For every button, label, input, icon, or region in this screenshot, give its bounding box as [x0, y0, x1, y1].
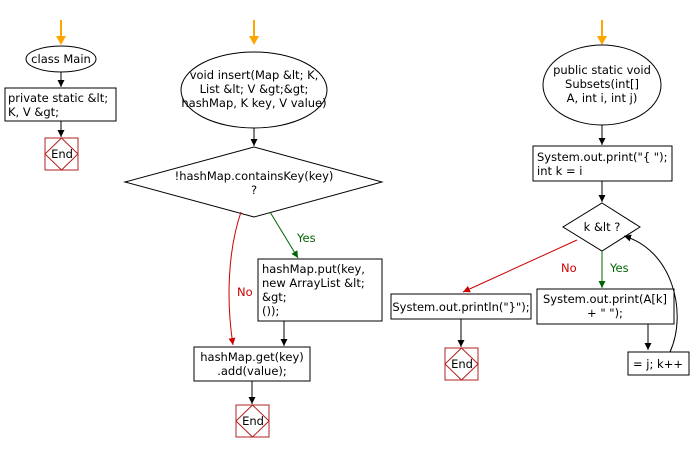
start-insert-line-1: void insert(Map &lt; K, [190, 68, 319, 82]
get-add-line-2: .add(value); [217, 364, 287, 378]
put-line-4: ()); [262, 304, 279, 318]
end-label: End [51, 147, 73, 161]
yes-label: Yes [296, 231, 316, 245]
print-open-line-2: int k = i [537, 164, 582, 178]
start-subsets-line-3: A, int i, int j) [567, 91, 638, 105]
flow-insert: void insert(Map &lt; K, List &lt; V &gt;… [123, 20, 384, 438]
increment-box [627, 351, 690, 376]
print-element-line-2: + " "); [587, 306, 623, 320]
decision-k-less-label: k &lt ? [584, 220, 621, 234]
start-arrow-icon [597, 20, 607, 45]
no-label: No [561, 261, 577, 275]
get-add-box [193, 346, 311, 382]
get-add-line-1: hashMap.get(key) [200, 350, 304, 364]
flow-subsets: public static void Subsets(int[] A, int … [390, 20, 690, 381]
start-subsets-line-1: public static void [553, 63, 651, 77]
put-line-2: new ArrayList &lt; [262, 276, 365, 290]
decision-contains-key-line-1: !hashMap.containsKey(key) [175, 169, 334, 183]
end-node: End [444, 347, 479, 381]
end-node: End [44, 137, 79, 171]
put-line-3: &gt; [262, 290, 287, 304]
decision-contains-key [123, 146, 384, 218]
end-node: End [235, 404, 270, 438]
increment-label: = j; k++ [633, 357, 683, 371]
put-line-1: hashMap.put(key, [262, 262, 365, 276]
print-open-line-1: System.out.print("{ "); [537, 150, 667, 164]
start-insert-line-3: hashMap, K key, V value) [181, 96, 326, 110]
end-label: End [242, 414, 264, 428]
start-arrow-icon [249, 20, 259, 45]
print-element-line-1: System.out.print(A[k] [543, 292, 667, 306]
no-label: No [237, 285, 253, 299]
declaration-box [4, 87, 117, 122]
println-close-box [390, 293, 532, 320]
flow-class-main: class Main private static &lt; K, V &gt;… [4, 20, 117, 171]
decision-contains-key-line-2: ? [251, 183, 257, 197]
put-box [257, 258, 383, 322]
start-arrow-icon [56, 20, 66, 45]
declaration-line-2: K, V &gt; [8, 105, 59, 119]
start-class-main-label: class Main [31, 52, 91, 66]
print-element-box [536, 288, 675, 325]
declaration-line-1: private static &lt; [8, 91, 108, 105]
end-label: End [451, 357, 473, 371]
start-insert-line-2: List &lt; V &gt;&gt; [200, 82, 309, 96]
yes-label: Yes [609, 261, 629, 275]
println-close-label: System.out.println("}"); [392, 300, 529, 314]
start-subsets-line-2: Subsets(int[] [565, 77, 639, 91]
